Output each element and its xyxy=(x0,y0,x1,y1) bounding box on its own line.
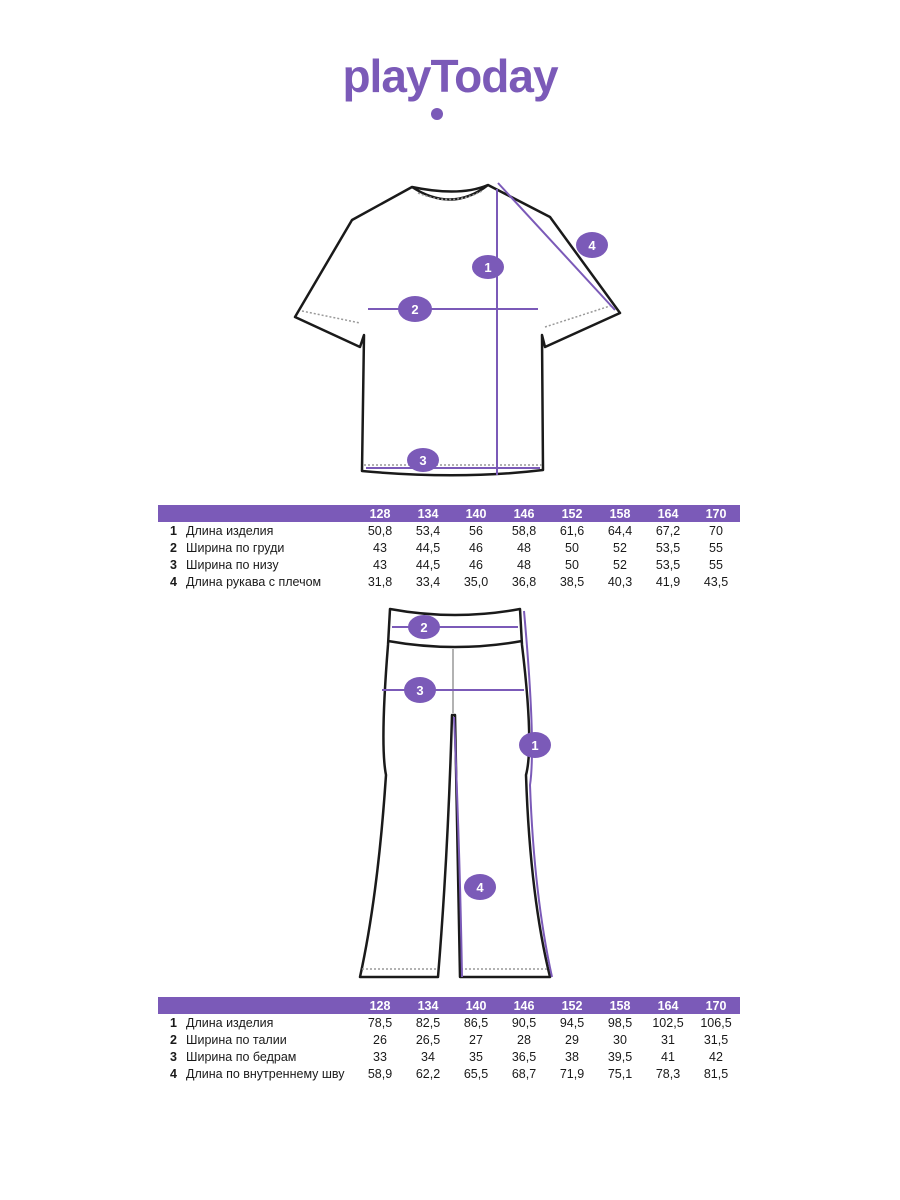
measure-badge-4: 4 xyxy=(576,232,608,258)
pants-outline xyxy=(358,607,552,979)
size-header-row: 128 134 140 146 152 158 164 170 xyxy=(158,505,740,522)
measure-line-inseam xyxy=(453,716,463,978)
size-header: 170 xyxy=(692,505,740,522)
brand-logo-text: playToday xyxy=(342,50,559,102)
pants-diagram: 2 3 1 4 xyxy=(358,607,553,979)
table-row: 4 Длина по внутреннему шву 58,9 62,2 65,… xyxy=(170,1066,729,1081)
size-header: 164 xyxy=(644,505,692,522)
measure-line-outseam xyxy=(523,610,553,978)
tshirt-outline xyxy=(293,183,622,477)
svg-text:2: 2 xyxy=(411,302,418,317)
size-header: 128 xyxy=(356,997,404,1014)
size-header: 128 xyxy=(356,505,404,522)
table-row: 1 Длина изделия 50,8 53,4 56 58,8 61,6 6… xyxy=(170,523,723,538)
svg-text:3: 3 xyxy=(416,683,423,698)
size-header: 170 xyxy=(692,997,740,1014)
measure-badge-3: 3 xyxy=(404,677,436,703)
table-row: 2 Ширина по груди 43 44,5 46 48 50 52 53… xyxy=(170,540,723,555)
tshirt-diagram: 1 2 3 4 xyxy=(293,182,622,477)
size-header: 140 xyxy=(452,997,500,1014)
svg-text:2: 2 xyxy=(420,620,427,635)
svg-text:1: 1 xyxy=(531,738,538,753)
svg-text:4: 4 xyxy=(588,238,596,253)
size-header: 158 xyxy=(596,997,644,1014)
size-header: 164 xyxy=(644,997,692,1014)
size-header: 158 xyxy=(596,505,644,522)
size-header: 152 xyxy=(548,505,596,522)
tshirt-collar-rib xyxy=(417,190,483,201)
size-header: 140 xyxy=(452,505,500,522)
tshirt-size-table: 128 134 140 146 152 158 164 170 1 Длина … xyxy=(158,505,740,590)
measure-badge-3: 3 xyxy=(407,448,439,472)
measure-badge-2: 2 xyxy=(408,615,440,639)
table-row: 2 Ширина по талии 26 26,5 27 28 29 30 31… xyxy=(170,1032,729,1047)
size-header: 134 xyxy=(404,997,452,1014)
measure-badge-2: 2 xyxy=(398,296,432,322)
pants-size-table: 128 134 140 146 152 158 164 170 1 Длина … xyxy=(158,997,740,1082)
table-row: 4 Длина рукава с плечом 31,8 33,4 35,0 3… xyxy=(170,574,729,589)
table-row: 3 Ширина по бедрам 33 34 35 36,5 38 39,5… xyxy=(170,1049,723,1064)
brand-logo: playToday xyxy=(342,50,560,120)
svg-text:3: 3 xyxy=(419,453,426,468)
table-row: 3 Ширина по низу 43 44,5 46 48 50 52 53,… xyxy=(170,557,723,572)
size-header: 134 xyxy=(404,505,452,522)
pants-waistband xyxy=(387,639,523,649)
measure-badge-4: 4 xyxy=(464,874,496,900)
size-header: 152 xyxy=(548,997,596,1014)
measure-badge-1: 1 xyxy=(519,732,551,758)
logo-dot xyxy=(431,108,443,120)
size-header: 146 xyxy=(500,505,548,522)
svg-text:4: 4 xyxy=(476,880,484,895)
size-header-row: 128 134 140 146 152 158 164 170 xyxy=(158,997,740,1014)
size-header: 146 xyxy=(500,997,548,1014)
measure-badge-1: 1 xyxy=(472,255,504,279)
measure-line-sleeve xyxy=(497,182,616,311)
svg-text:1: 1 xyxy=(484,260,491,275)
table-row: 1 Длина изделия 78,5 82,5 86,5 90,5 94,5… xyxy=(170,1015,732,1030)
